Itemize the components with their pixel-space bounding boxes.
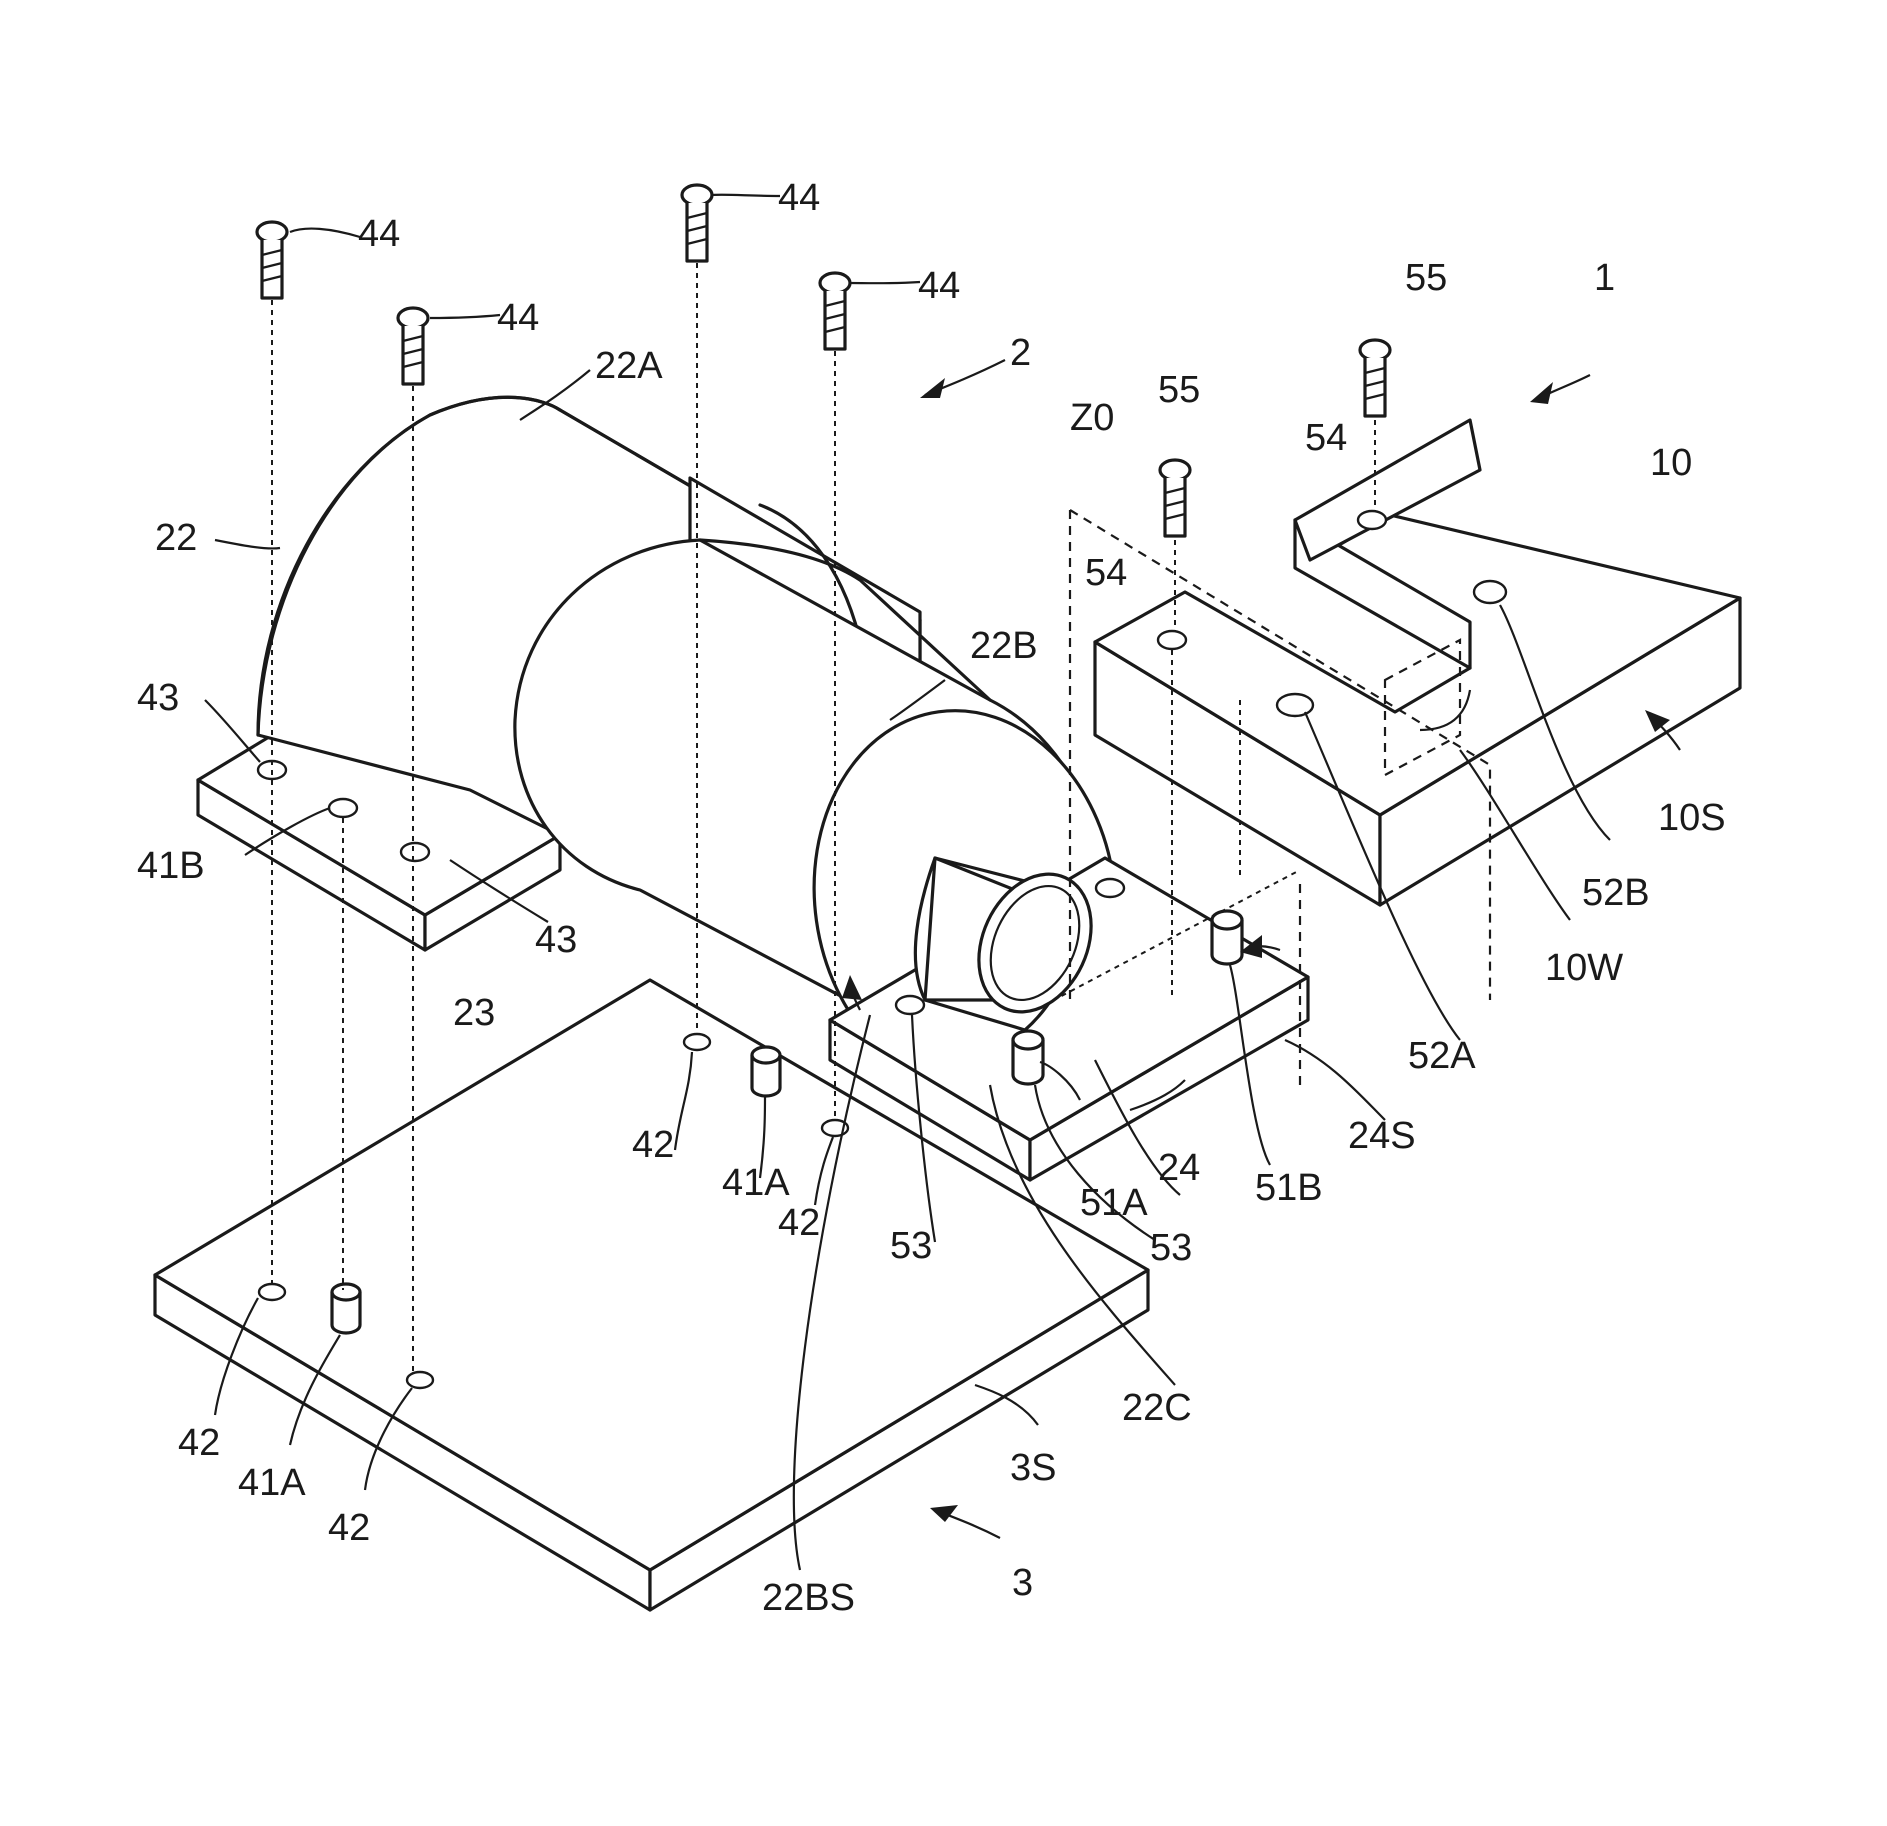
label-42-b: 42 bbox=[778, 1202, 820, 1244]
label-z0: Z0 bbox=[1070, 397, 1114, 439]
label-42-a: 42 bbox=[632, 1124, 674, 1166]
label-44-a: 44 bbox=[358, 213, 400, 255]
flange-hole-43b bbox=[401, 843, 429, 861]
block-hole-54b bbox=[1358, 511, 1386, 529]
label-52b: 52B bbox=[1582, 872, 1650, 914]
label-44-b: 44 bbox=[497, 297, 539, 339]
base-pin-41a-2 bbox=[752, 1047, 780, 1096]
flange-hole-41b bbox=[329, 799, 357, 817]
label-43-b: 43 bbox=[535, 919, 577, 961]
pad-hole-53b bbox=[1096, 879, 1124, 897]
label-10: 10 bbox=[1650, 442, 1692, 484]
label-22: 22 bbox=[155, 517, 197, 559]
base-hole-42b bbox=[407, 1372, 433, 1388]
label-42-d: 42 bbox=[328, 1507, 370, 1549]
label-42-c: 42 bbox=[178, 1422, 220, 1464]
label-3s: 3S bbox=[1010, 1447, 1056, 1489]
label-10w: 10W bbox=[1545, 947, 1623, 989]
block-hole-52b bbox=[1474, 581, 1506, 603]
pad-pin-51b bbox=[1212, 911, 1242, 964]
label-41b: 41B bbox=[137, 845, 205, 887]
label-44-d: 44 bbox=[918, 265, 960, 307]
label-51b: 51B bbox=[1255, 1167, 1323, 1209]
label-55-a: 55 bbox=[1158, 369, 1200, 411]
label-23: 23 bbox=[453, 992, 495, 1034]
label-41a-b: 41A bbox=[238, 1462, 306, 1504]
block-hole-52a bbox=[1277, 694, 1313, 716]
label-24s: 24S bbox=[1348, 1115, 1416, 1157]
label-22c: 22C bbox=[1122, 1387, 1192, 1429]
label-53-a: 53 bbox=[1150, 1227, 1192, 1269]
base-hole-42c bbox=[684, 1034, 710, 1050]
label-51a: 51A bbox=[1080, 1182, 1148, 1224]
pad-pin-51a bbox=[1013, 1031, 1043, 1084]
label-22a: 22A bbox=[595, 345, 663, 387]
block-hole-54a bbox=[1158, 631, 1186, 649]
label-54-a: 54 bbox=[1305, 417, 1347, 459]
base-hole-42a bbox=[259, 1284, 285, 1300]
pad-hole-53a bbox=[896, 996, 924, 1014]
label-2: 2 bbox=[1010, 332, 1031, 374]
label-41a-a: 41A bbox=[722, 1162, 790, 1204]
label-3: 3 bbox=[1012, 1562, 1033, 1604]
label-22bs: 22BS bbox=[762, 1577, 855, 1619]
label-44-c: 44 bbox=[778, 177, 820, 219]
label-1: 1 bbox=[1594, 257, 1615, 299]
block-10 bbox=[1095, 420, 1740, 905]
label-53-b: 53 bbox=[890, 1225, 932, 1267]
label-10s: 10S bbox=[1658, 797, 1726, 839]
label-52a: 52A bbox=[1408, 1035, 1476, 1077]
label-22b: 22B bbox=[970, 625, 1038, 667]
label-54-b: 54 bbox=[1085, 552, 1127, 594]
label-43-a: 43 bbox=[137, 677, 179, 719]
base-pin-41a bbox=[332, 1284, 360, 1333]
label-55-b: 55 bbox=[1405, 257, 1447, 299]
label-24: 24 bbox=[1158, 1147, 1200, 1189]
